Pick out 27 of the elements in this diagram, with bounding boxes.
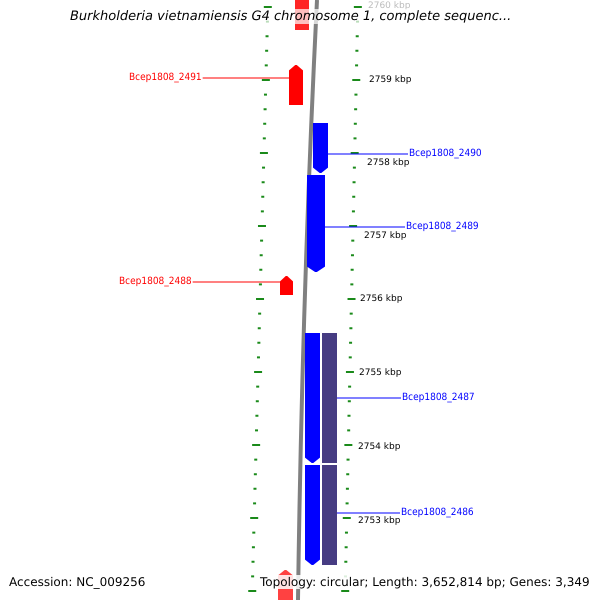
gene-label: Bcep1808_2490 xyxy=(409,147,482,161)
gene-label: Bcep1808_2487 xyxy=(402,391,475,405)
scale-label: 2753 kbp xyxy=(358,516,400,526)
gene-feature xyxy=(313,123,328,173)
gene-label: Bcep1808_2488 xyxy=(119,275,192,289)
gene-feature xyxy=(305,465,320,565)
gene-label: Bcep1808_2486 xyxy=(401,506,474,520)
scale-label: 2755 kbp xyxy=(359,368,402,378)
gene-feature xyxy=(289,65,303,105)
title: Burkholderia vietnamiensis G4 chromosome 1, complete sequenc... xyxy=(70,9,512,24)
gene-label: Bcep1808_2489 xyxy=(406,220,479,234)
scale-label: 2756 kbp xyxy=(360,294,402,304)
gene-feature xyxy=(322,333,337,463)
scale-label: 2757 kbp xyxy=(364,231,406,241)
leader-line xyxy=(336,512,400,514)
gene-feature xyxy=(322,465,337,565)
footer-text: Accession: NC_009256 xyxy=(8,575,146,589)
gene-feature xyxy=(307,175,325,272)
scale-label: 2760 kbp xyxy=(368,1,410,11)
scale-label: 2759 kbp xyxy=(369,75,412,85)
gene-feature xyxy=(305,333,320,463)
gene-feature xyxy=(280,276,293,295)
footer-text: Topology: circular; Length: 3,652,814 bp; Genes: 3,349 xyxy=(259,575,591,589)
scale-label: 2758 kbp xyxy=(367,158,410,168)
scale-label: 2754 kbp xyxy=(358,442,400,452)
gene-label: Bcep1808_2491 xyxy=(129,71,202,85)
leader-line xyxy=(324,226,406,228)
